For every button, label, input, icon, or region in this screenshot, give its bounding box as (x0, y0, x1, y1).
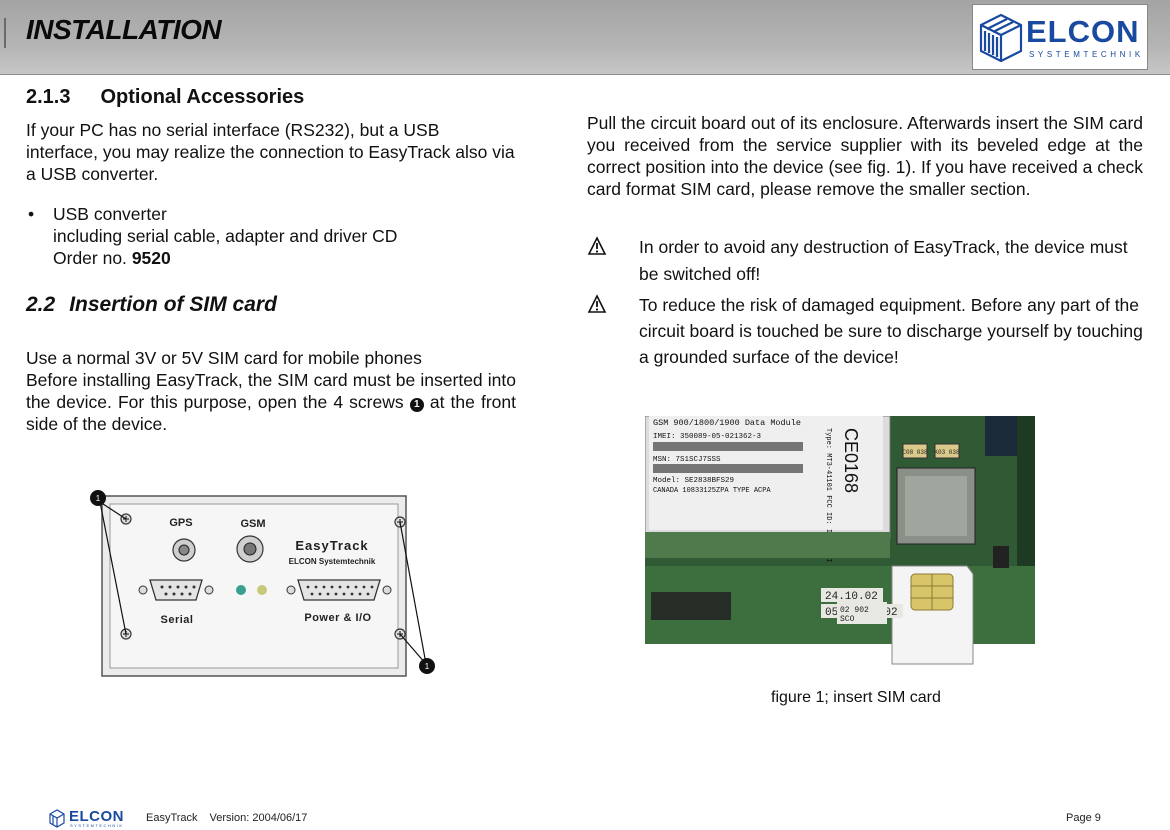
page-number: Page 9 (1066, 812, 1101, 824)
warning-triangle-icon (587, 294, 607, 313)
section-number: 2.2 (26, 293, 56, 316)
module-model: Model: SE2838BFS29 (653, 477, 734, 485)
page-header: INSTALLATION ELCON SYSTEMTECHNIK (0, 0, 1170, 75)
right-column: Pull the circuit board out of its enclos… (587, 112, 1143, 370)
barcode-2 (653, 464, 803, 473)
section-title: Optional Accessories (100, 86, 305, 108)
accessory-description: including serial cable, adapter and driv… (53, 226, 398, 246)
page-footer: ELCON SYSTEMTECHNIK EasyTrack Version: 20… (0, 806, 1170, 828)
gps-label: GPS (169, 517, 192, 529)
sim-instructions-end: at the front side of the device. (26, 392, 516, 434)
power-io-label: Power & I/O (304, 612, 371, 624)
module-title: GSM 900/1800/1900 Data Module (653, 418, 801, 428)
circuit-board-illustration: GSM 900/1800/1900 Data Module IMEI: 3500… (644, 415, 1035, 665)
section-heading-2-1-3: 2.1.3 Optional Accessories (26, 86, 516, 109)
order-number: 9520 (131, 248, 171, 268)
warning-text: To reduce the risk of damaged equipment.… (639, 295, 1143, 367)
footer-product: EasyTrack (146, 812, 198, 824)
warning-item: In order to avoid any destruction of Eas… (587, 234, 1143, 288)
screw-callout-top (90, 490, 106, 506)
footer-info: EasyTrack Version: 2004/06/17 (146, 812, 307, 824)
device-front-panel: 1 1 GPS GSM EasyTrack ELCON Systemtechni… (90, 490, 435, 677)
logo-wordmark: ELCON (1026, 14, 1140, 49)
warning-text: In order to avoid any destruction of Eas… (639, 237, 1128, 284)
callout-label-bottom: 1 (425, 662, 430, 671)
sim-insert-photo: GSM 900/1800/1900 Data Module IMEI: 3500… (644, 415, 1035, 666)
board-instructions: Pull the circuit board out of its enclos… (587, 113, 1143, 199)
module-msn: MSN: 7S1SCJ7SSS (653, 456, 721, 464)
module-canada: CANADA 10833125ZPA TYPE ACPA (653, 487, 771, 495)
elcon-cube-icon (979, 13, 1023, 63)
page-title: INSTALLATION (26, 14, 222, 45)
device-brand-sub: ELCON Systemtechnik (289, 557, 376, 566)
section-heading-2-2: 2.2 Insertion of SIM card (26, 293, 516, 317)
order-label: Order no. (53, 248, 127, 268)
sim-instructions: Before installing EasyTrack, the SIM car… (26, 369, 516, 435)
serial-port-icon (138, 579, 214, 601)
section-title: Insertion of SIM card (69, 293, 277, 316)
header-accent-bar (4, 18, 6, 48)
gps-antenna-connector-icon (172, 538, 196, 562)
barcode-1 (653, 442, 803, 451)
sim-instructions-text: Before installing EasyTrack, the SIM car… (26, 370, 516, 412)
screw-callout-icon: 1 (409, 398, 424, 412)
sim-card-type: Use a normal 3V or 5V SIM card for mobil… (26, 348, 422, 368)
ce-mark: CE0168 (841, 428, 861, 493)
warning-triangle-icon (587, 236, 607, 255)
warning-item: To reduce the risk of damaged equipment.… (587, 292, 1143, 370)
serial-label: Serial (161, 614, 194, 626)
accessory-order: Order no. 9520 (53, 247, 516, 269)
chip-label-1: C08 038 (902, 449, 928, 456)
bullet-marker: • (28, 204, 35, 224)
figure-caption: figure 1; insert SIM card (771, 689, 941, 706)
footer-logo-wordmark: ELCON (69, 808, 124, 825)
gsm-label: GSM (240, 518, 265, 530)
callout-label-top: 1 (96, 494, 101, 503)
screw-callout-bottom (419, 658, 435, 674)
footer-logo-subtitle: SYSTEMTECHNIK (70, 823, 124, 828)
module-side-text: Type: MT3-41101 FCC ID: IHDT6ACI (824, 428, 832, 562)
board-stickers: 24.10.02 0514.000.02 02 902 SCO (821, 588, 903, 624)
device-brand: EasyTrack (295, 538, 368, 553)
gsm-antenna-connector-icon (236, 535, 264, 563)
device-front-figure: 1 1 GPS GSM EasyTrack ELCON Systemtechni… (88, 484, 442, 690)
power-io-port-icon (286, 579, 392, 601)
accessories-intro: If your PC has no serial interface (RS23… (26, 120, 515, 184)
pin-header (651, 592, 731, 620)
components: C08 038 K03 038 (651, 416, 1017, 620)
board-label-1: 24.10.02 (825, 591, 878, 603)
elcon-cube-icon (49, 809, 65, 828)
section-number: 2.1.3 (26, 86, 71, 108)
gsm-module: GSM 900/1800/1900 Data Module IMEI: 3500… (644, 415, 891, 562)
status-led-yellow (257, 585, 267, 595)
module-imei: IMEI: 350089-05-021362-3 (653, 433, 762, 441)
sim-card-icon (891, 565, 974, 665)
board-label-4: SCO (840, 615, 855, 624)
chip-label-2: K03 038 (934, 449, 960, 456)
status-led-green (236, 585, 246, 595)
left-column: 2.1.3 Optional Accessories If your PC has… (26, 86, 516, 435)
board-label-3: 02 902 (840, 606, 869, 615)
elcon-logo: ELCON SYSTEMTECHNIK (972, 4, 1148, 70)
footer-version: Version: 2004/06/17 (209, 812, 308, 824)
logo-subtitle: SYSTEMTECHNIK (1029, 50, 1144, 59)
footer-logo: ELCON SYSTEMTECHNIK (48, 808, 124, 830)
accessory-list-item: • USB converter including serial cable, … (26, 203, 516, 269)
accessory-name: USB converter (53, 204, 167, 224)
